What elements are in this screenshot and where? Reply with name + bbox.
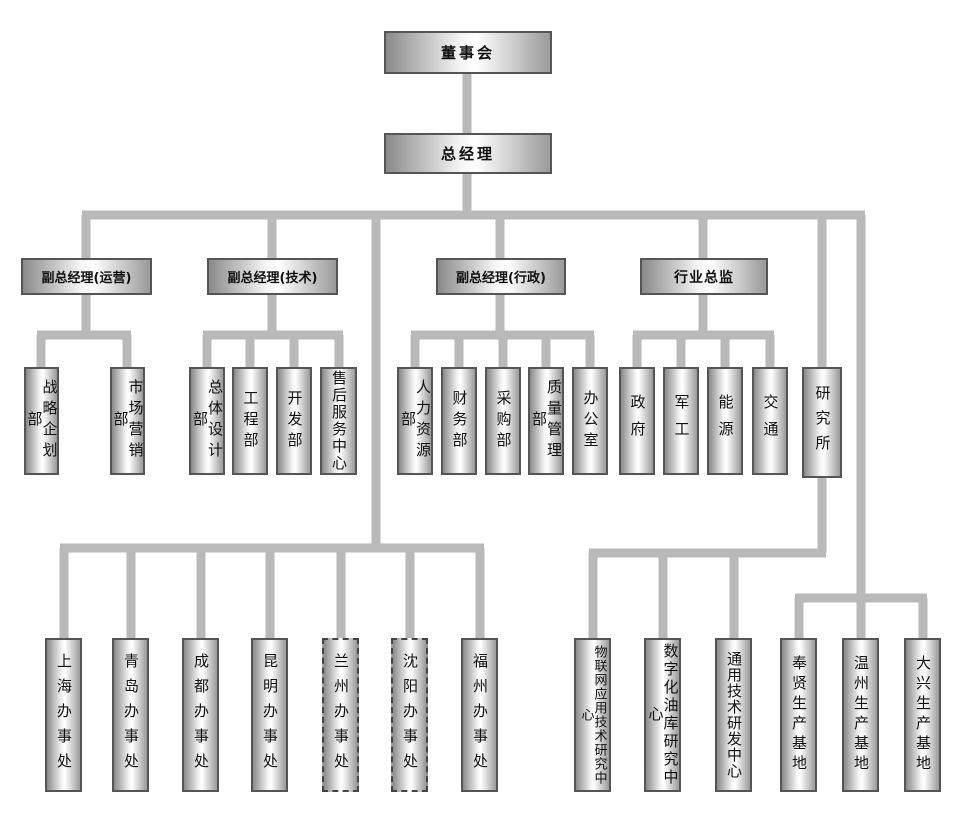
vp-admin-label: 副总经理(行政) — [456, 271, 546, 286]
unit-finance: 财务部 — [441, 367, 477, 475]
unit-strategy-planning: 战略企划部 — [24, 367, 59, 475]
unit-after-sales: 售后服务中心 — [320, 367, 357, 475]
vp-admin-box: 副总经理(行政) — [436, 258, 566, 295]
base-daxing: 大兴生产基地 — [904, 638, 941, 792]
center-label: 物联网应用技术研究中心 — [578, 645, 607, 785]
unit-label: 政府 — [628, 394, 647, 448]
unit-military: 军工 — [663, 367, 699, 475]
unit-label: 售后服务中心 — [330, 370, 348, 472]
office-shanghai: 上海办事处 — [45, 638, 82, 792]
unit-label: 市场营销部 — [111, 379, 145, 463]
unit-marketing: 市场营销部 — [110, 367, 145, 475]
office-qingdao: 青岛办事处 — [112, 638, 149, 792]
unit-label: 交通 — [761, 394, 780, 448]
office-chengdu: 成都办事处 — [182, 638, 219, 792]
industry-director-label: 行业总监 — [674, 269, 734, 286]
office-label: 成都办事处 — [192, 652, 210, 778]
unit-energy: 能源 — [707, 367, 743, 475]
unit-label: 办公室 — [581, 389, 600, 453]
unit-engineering: 工程部 — [232, 367, 268, 475]
unit-label: 战略企划部 — [25, 379, 59, 463]
unit-label: 军工 — [672, 394, 691, 448]
office-lanzhou: 兰州办事处 — [322, 638, 359, 792]
center-iot-application: 物联网应用技术研究中心 — [574, 638, 611, 792]
unit-label: 质量管理部 — [530, 379, 563, 463]
unit-label: 工程部 — [241, 389, 260, 453]
office-shenyang: 沈阳办事处 — [391, 638, 428, 792]
general-manager-box: 总经理 — [384, 133, 552, 174]
unit-label: 开发部 — [285, 389, 304, 453]
unit-label: 总体设计部 — [191, 379, 224, 463]
unit-government: 政府 — [619, 367, 655, 475]
base-wenzhou: 温州生产基地 — [842, 638, 879, 792]
office-label: 沈阳办事处 — [401, 652, 419, 778]
unit-transport: 交通 — [752, 367, 788, 475]
center-label: 数字化油库研究中心 — [646, 643, 680, 787]
office-label: 青岛办事处 — [122, 652, 140, 778]
board-label: 董事会 — [440, 44, 495, 62]
unit-office: 办公室 — [572, 367, 608, 475]
center-label: 通用技术研发中心 — [725, 651, 743, 779]
unit-label: 能源 — [716, 394, 735, 448]
base-label: 奉贤生产基地 — [790, 655, 808, 775]
unit-hr: 人力资源部 — [397, 367, 433, 475]
base-label: 温州生产基地 — [852, 655, 870, 775]
center-digital-depot: 数字化油库研究中心 — [644, 638, 681, 792]
board-box: 董事会 — [384, 31, 552, 74]
office-label: 兰州办事处 — [332, 652, 350, 778]
industry-director-box: 行业总监 — [640, 258, 768, 295]
vp-technology-box: 副总经理(技术) — [207, 258, 338, 295]
vp-technology-label: 副总经理(技术) — [227, 271, 318, 286]
base-label: 大兴生产基地 — [914, 655, 932, 775]
unit-development: 开发部 — [276, 367, 312, 475]
research-institute-box: 研究所 — [802, 367, 842, 478]
office-label: 昆明办事处 — [261, 652, 279, 778]
unit-procurement: 采购部 — [485, 367, 521, 475]
unit-label: 财务部 — [450, 389, 469, 453]
general-manager-label: 总经理 — [440, 145, 495, 163]
unit-label: 人力资源部 — [399, 379, 432, 463]
office-label: 福州办事处 — [471, 652, 489, 778]
center-general-tech: 通用技术研发中心 — [715, 638, 752, 792]
base-fengxian: 奉贤生产基地 — [780, 638, 817, 792]
unit-label: 采购部 — [494, 389, 513, 453]
office-kunming: 昆明办事处 — [251, 638, 288, 792]
vp-operations-box: 副总经理(运营) — [21, 258, 152, 295]
unit-overall-design: 总体设计部 — [189, 367, 225, 475]
unit-quality: 质量管理部 — [528, 367, 564, 475]
office-label: 上海办事处 — [55, 652, 73, 778]
office-fuzhou: 福州办事处 — [461, 638, 498, 792]
research-institute-label: 研究所 — [813, 385, 832, 460]
vp-operations-label: 副总经理(运营) — [41, 271, 132, 286]
